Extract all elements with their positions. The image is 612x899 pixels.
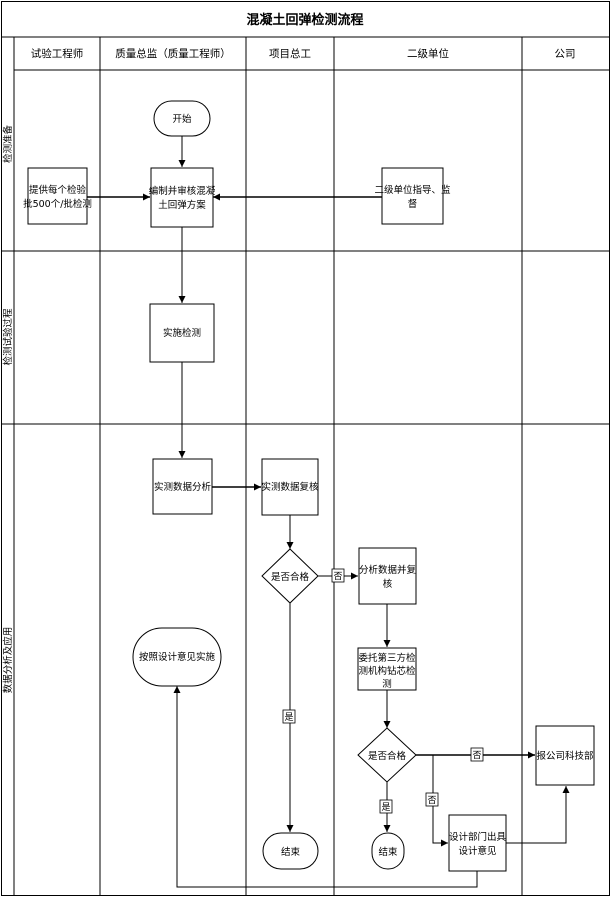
node-report-company: 报公司科技部 <box>535 725 595 786</box>
node-implement-design-text: 按照设计意见实施 <box>139 651 216 663</box>
node-prepare-plan-line-1: 编制并审核混凝 <box>149 185 216 197</box>
node-analyze-review-line-1: 分析数据并复 <box>359 564 417 576</box>
node-start-text: 开始 <box>172 113 192 125</box>
edge-label-box <box>470 747 484 762</box>
edge-label-yes-2: 是 <box>381 802 390 813</box>
node-prepare-plan: 编制并审核混凝 土回弹方案 <box>149 167 216 228</box>
edge-label-box <box>425 792 439 807</box>
decision-qualified-1: 是否合格 <box>261 548 319 604</box>
decision-qualified-2: 是否合格 <box>357 727 417 783</box>
node-data-analysis: 实测数据分析 <box>152 458 213 515</box>
node-data-review: 实测数据复核 <box>261 458 319 516</box>
lane-header-test-engineer: 试验工程师 <box>31 47 84 60</box>
node-third-party-test: 委托第三方检 测机构钻芯检 测 <box>357 647 417 691</box>
node-guide-supervise: 二级单位指导、监 督 <box>374 167 451 225</box>
phase-label-analysis: 数据分析及应用 <box>2 627 14 694</box>
edge-label-box <box>331 568 345 583</box>
node-third-party-test-line-3: 测 <box>382 679 392 690</box>
diagram-title: 混凝土回弹检测流程 <box>246 12 363 28</box>
node-end-1-text: 结束 <box>281 846 301 858</box>
node-submit-samples: 提供每个检验 批500个/批检测 <box>23 167 92 225</box>
edge-label-box <box>282 709 296 724</box>
node-analyze-review: 分析数据并复 核 <box>358 547 417 605</box>
node-report-company-text: 报公司科技部 <box>536 750 593 762</box>
lane-header-quality-director: 质量总监（质量工程师） <box>115 47 231 60</box>
node-design-opinion: 设计部门出具 设计意见 <box>448 814 507 872</box>
node-end-2: 结束 <box>371 832 405 870</box>
lane-header-chief-engineer: 项目总工 <box>269 47 311 60</box>
node-third-party-test-line-1: 委托第三方检 <box>358 652 416 664</box>
node-end-2-text: 结束 <box>378 846 398 858</box>
edge-label-yes-1: 是 <box>284 712 293 723</box>
edge-label-box <box>379 799 393 814</box>
node-guide-supervise-line-1: 二级单位指导、监 <box>374 184 451 196</box>
node-start: 开始 <box>153 100 211 137</box>
node-end-1: 结束 <box>262 832 319 870</box>
node-implement-design: 按照设计意见实施 <box>132 627 222 687</box>
edge-label-no-3: 否 <box>427 795 436 806</box>
node-analyze-review-line-2: 核 <box>383 578 393 590</box>
node-perform-test: 实施检测 <box>149 303 215 363</box>
node-third-party-test-line-2: 测机构钻芯检 <box>358 665 416 677</box>
node-submit-samples-line-2: 批500个/批检测 <box>23 198 92 210</box>
decision-qualified-1-text: 是否合格 <box>271 571 310 583</box>
node-data-analysis-text: 实测数据分析 <box>154 481 212 493</box>
lane-header-secondary-unit: 二级单位 <box>407 47 449 60</box>
lane-header-company: 公司 <box>555 48 576 60</box>
phase-label-preparation: 检测准备 <box>2 125 14 164</box>
edge-label-no-1: 否 <box>333 571 342 582</box>
phase-label-testing: 检测试验过程 <box>2 308 14 366</box>
decision-qualified-2-text: 是否合格 <box>368 750 407 762</box>
node-design-opinion-line-2: 设计意见 <box>458 845 496 857</box>
edge-label-no-2: 否 <box>472 750 481 761</box>
node-perform-test-text: 实施检测 <box>163 327 201 339</box>
node-prepare-plan-line-2: 土回弹方案 <box>158 199 206 211</box>
node-guide-supervise-line-2: 督 <box>408 198 418 210</box>
node-design-opinion-line-1: 设计部门出具 <box>449 831 507 843</box>
node-data-review-text: 实测数据复核 <box>261 481 319 493</box>
node-submit-samples-line-1: 提供每个检验 <box>29 184 87 196</box>
